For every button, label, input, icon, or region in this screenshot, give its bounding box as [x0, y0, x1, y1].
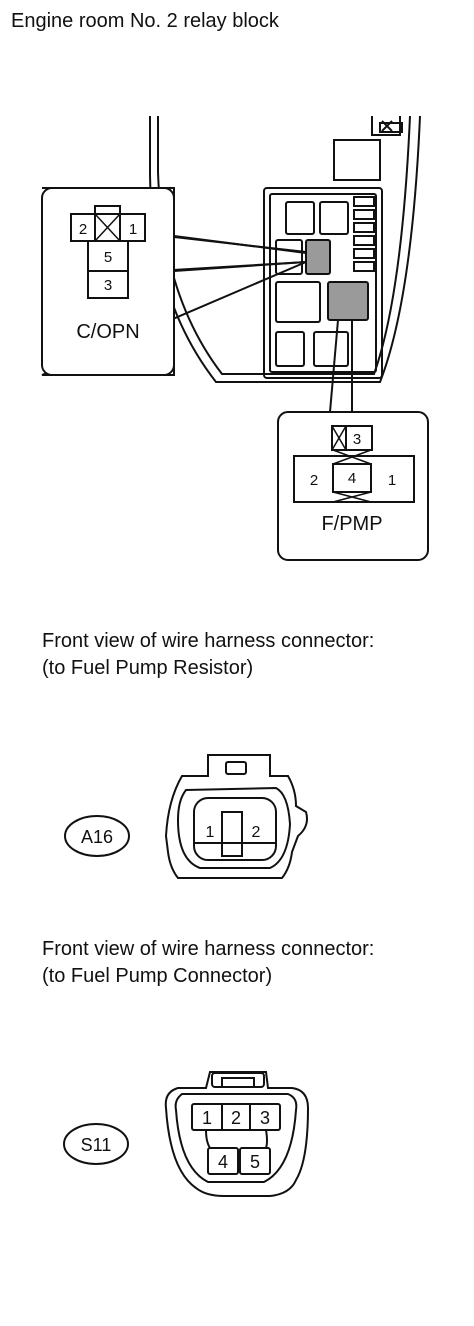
s11-pin-5: 5 [250, 1152, 260, 1172]
copn-pin-3: 3 [104, 277, 112, 294]
a16-pin-1: 1 [206, 824, 215, 841]
a16-pin-2: 2 [252, 824, 261, 841]
diagram-title: Engine room No. 2 relay block [11, 10, 279, 32]
fpmp-pin-1: 1 [388, 472, 396, 489]
s11-pin-3: 3 [260, 1108, 270, 1128]
copn-pin-5: 5 [104, 249, 112, 266]
a16-connector [164, 754, 308, 879]
copn-leader-lines [173, 235, 307, 272]
a16-caption-line2: (to Fuel Pump Resistor) [42, 657, 254, 679]
fpmp-relay-highlight [327, 281, 369, 321]
fpmp-callout: 3 2 4 1 F/PMP [277, 411, 429, 561]
a16-caption-line1: Front view of wire harness connector: [42, 630, 375, 652]
s11-pin-2: 2 [231, 1108, 241, 1128]
fpmp-pin-3: 3 [353, 431, 361, 448]
copn-callout: 2 1 5 3 C/OPN [41, 187, 307, 376]
s11-caption-line1: Front view of wire harness connector: [42, 938, 375, 960]
copn-pin-1: 1 [129, 221, 137, 238]
fpmp-pin-2: 2 [310, 472, 318, 489]
s11-caption-line2: (to Fuel Pump Connector) [42, 965, 273, 987]
fpmp-leader-lines [329, 319, 353, 413]
a16-id-label: A16 [81, 827, 113, 847]
s11-pin-4: 4 [218, 1152, 228, 1172]
copn-label: C/OPN [76, 321, 139, 343]
a16-id-bubble: A16 [64, 815, 130, 857]
s11-connector [164, 1071, 310, 1197]
s11-id-label: S11 [81, 1135, 112, 1155]
s11-pin-1: 1 [202, 1108, 212, 1128]
fpmp-pin-4: 4 [348, 470, 356, 487]
relay-slots [275, 196, 375, 367]
s11-id-bubble: S11 [63, 1123, 129, 1165]
copn-pin-2: 2 [79, 221, 87, 238]
copn-relay-highlight [305, 239, 331, 275]
fpmp-label: F/PMP [321, 513, 382, 535]
